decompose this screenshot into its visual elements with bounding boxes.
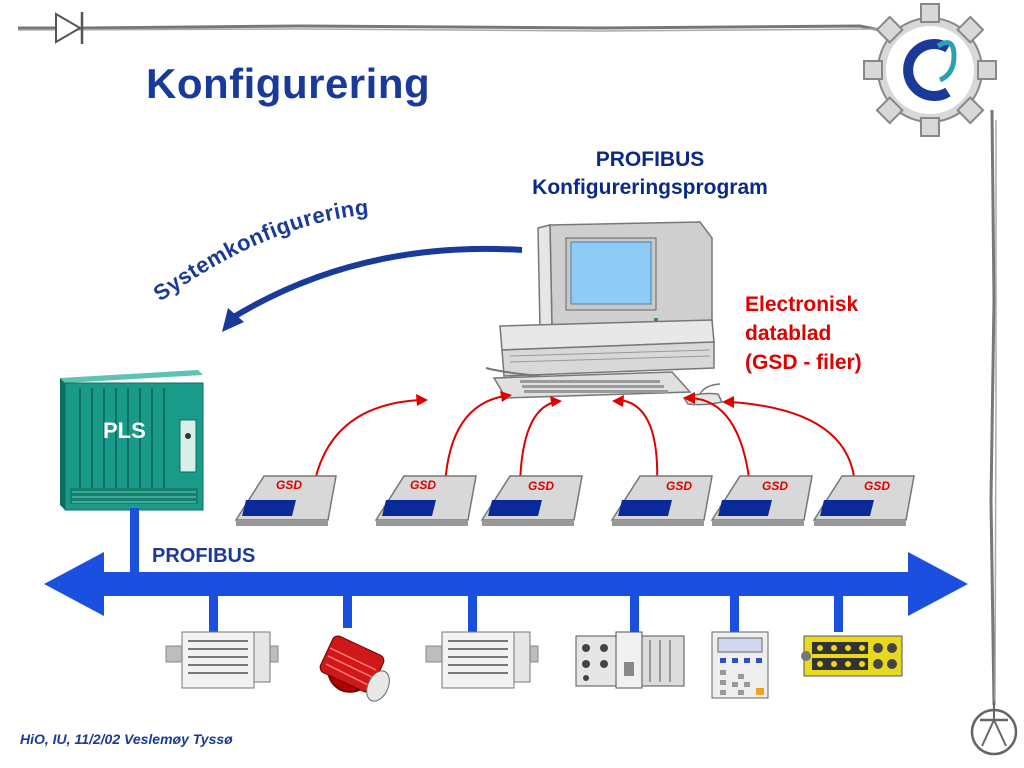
gsd-arrows	[313, 395, 856, 486]
disk-label: GSD	[666, 479, 692, 493]
gsd-arrowheads	[416, 391, 734, 408]
gsd-description: Electronisk datablad (GSD - filer)	[745, 290, 935, 377]
config-program-line2: Konfigureringsprogram	[532, 176, 768, 199]
io-module-icon	[165, 631, 279, 689]
system-config-label: Systemkonfigurering	[149, 194, 370, 306]
disk-1: GSD	[234, 475, 337, 526]
motor-drive-icon	[319, 635, 390, 702]
gear-logo-icon	[863, 3, 997, 137]
disk-4: GSD	[610, 475, 713, 526]
disk-label: GSD	[864, 479, 890, 493]
slide-footer: HiO, IU, 11/2/02 Veslemøy Tyssø	[20, 731, 233, 747]
slide-frame	[17, 24, 997, 706]
controller-module-icon	[575, 631, 685, 689]
disk-label: GSD	[762, 479, 788, 493]
profibus-bus	[44, 508, 968, 632]
plc-label: PLS	[103, 418, 146, 443]
disk-label: GSD	[276, 478, 302, 492]
config-program-line1: PROFIBUS	[595, 148, 705, 171]
plc-rack	[60, 370, 204, 511]
gsd-description-line1: Electronisk	[745, 293, 859, 316]
computer-icon	[485, 221, 724, 406]
gsd-description-line3: (GSD - filer)	[745, 351, 862, 374]
io-module-icon	[425, 631, 539, 689]
disk-3: GSD	[480, 475, 583, 526]
system-config-label-path: Systemkonfigurering	[149, 194, 370, 306]
disk-label: GSD	[410, 478, 436, 492]
disk-2: GSD	[374, 475, 477, 526]
disk-6: GSD	[812, 475, 915, 526]
circuit-symbol-icon	[970, 702, 1018, 756]
disk-label: GSD	[528, 479, 554, 493]
yellow-io-block-icon	[801, 635, 903, 677]
profibus-label: PROFIBUS	[152, 545, 256, 567]
disk-5: GSD	[710, 475, 813, 526]
operator-panel-icon	[711, 631, 769, 699]
system-config-arrow	[222, 245, 523, 332]
slide-title: Konfigurering	[146, 60, 431, 107]
gsd-description-line2: datablad	[745, 322, 832, 345]
config-program-title: PROFIBUS Konfigureringsprogram	[490, 146, 810, 202]
diode-icon	[55, 12, 84, 44]
